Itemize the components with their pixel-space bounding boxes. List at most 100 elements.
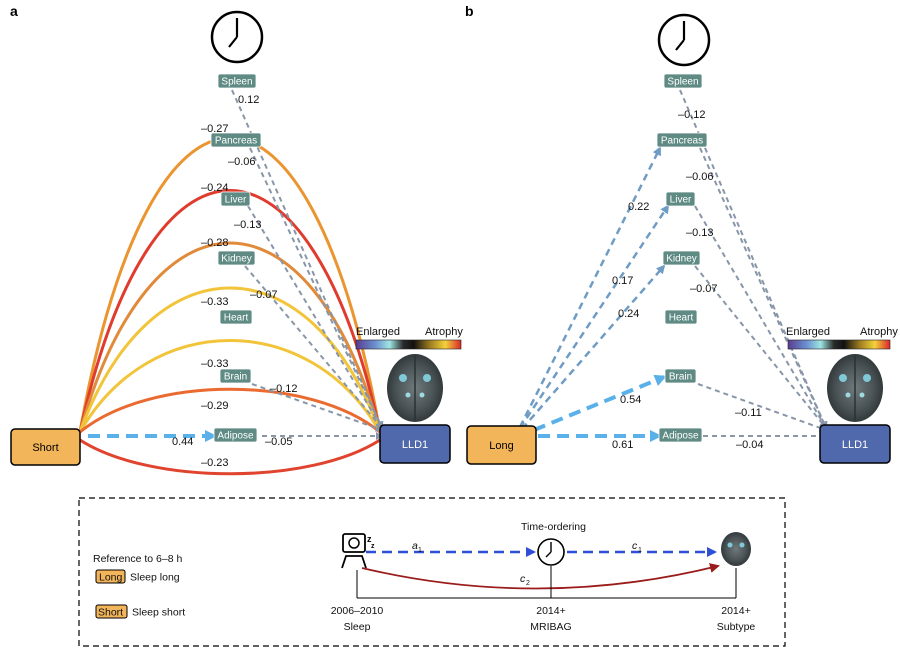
organ-heart: Heart xyxy=(669,313,694,324)
c1-sub: 1 xyxy=(638,547,642,554)
arc-direct xyxy=(79,438,381,476)
source-label-a: Short xyxy=(32,442,58,454)
colorbar-left-a: Enlarged xyxy=(356,326,400,338)
coef: 0.17 xyxy=(612,275,633,287)
legend-short-box: Short xyxy=(98,607,123,619)
coef: –0.33 xyxy=(201,358,229,370)
organ-adipose: Adipose xyxy=(217,431,254,442)
coef: 0.22 xyxy=(628,201,649,213)
panel-a-letter: a xyxy=(10,3,18,19)
arc-heart xyxy=(78,286,382,433)
panel-a: Spleen Pancreas Liver Kidney Heart Brain… xyxy=(10,10,463,476)
organ-nodes-b: Spleen Pancreas Liver Kidney Heart Brain… xyxy=(656,73,708,443)
legend-short-text: Sleep short xyxy=(132,607,185,619)
target-node-lld1-b xyxy=(819,424,891,464)
coef: 0.12 xyxy=(238,94,259,106)
colorbar-a xyxy=(355,339,462,350)
organ-pancreas: Pancreas xyxy=(215,136,257,147)
target-label-b: LLD1 xyxy=(842,439,868,451)
organ-to-target-a xyxy=(231,89,384,440)
coef: –0.13 xyxy=(686,227,714,239)
organ-pancreas: Pancreas xyxy=(661,136,703,147)
coef: –0.33 xyxy=(201,296,229,308)
coef: –0.06 xyxy=(686,171,714,183)
brain-icon xyxy=(827,354,883,422)
svg-text:z: z xyxy=(371,543,375,550)
coef: –0.06 xyxy=(228,156,256,168)
organ-coefs-a: 0.12 –0.06 –0.13 –0.07 –0.12 –0.05 0.44 xyxy=(172,94,298,448)
c2-label: c xyxy=(520,573,526,585)
c1-label: c xyxy=(632,540,638,552)
direct-coefs-a: –0.27 –0.24 –0.28 –0.33 –0.33 –0.29 –0.2… xyxy=(201,123,229,469)
a1-sub: 1 xyxy=(418,547,422,554)
colorbar-right-b: Atrophy xyxy=(860,326,898,338)
coef: –0.04 xyxy=(736,439,764,451)
coef: 0.24 xyxy=(618,308,639,320)
path-c2 xyxy=(361,563,720,590)
timeline-label-2: Subtype xyxy=(717,621,756,633)
coef: 0.61 xyxy=(612,439,633,451)
clock-icon xyxy=(537,538,565,566)
clock-icon xyxy=(210,10,264,64)
organ-brain: Brain xyxy=(669,372,692,383)
legend-box: Reference to 6–8 h Long Sleep long Short… xyxy=(78,497,786,647)
brain-icon xyxy=(721,532,751,566)
c2-sub: 2 xyxy=(526,580,530,587)
organ-nodes-a: Spleen Pancreas Liver Kidney Heart Brain… xyxy=(210,73,262,443)
timeline-label-1: MRIBAG xyxy=(530,621,571,633)
brain-icon xyxy=(387,354,443,422)
source-node-long xyxy=(466,425,537,465)
a1-label: a xyxy=(412,540,418,552)
coef: –0.28 xyxy=(201,237,229,249)
coef: –0.27 xyxy=(201,123,229,135)
time-ordering-label: Time-ordering xyxy=(521,521,586,533)
coef: 0.54 xyxy=(620,394,641,406)
legend-reference: Reference to 6–8 h xyxy=(93,553,182,565)
sleep-person-icon: z z xyxy=(341,533,375,569)
colorbar-b xyxy=(787,339,891,350)
timeline-year-1: 2014+ xyxy=(536,605,566,617)
coef: 0.44 xyxy=(172,436,193,448)
legend-long-box: Long xyxy=(99,572,123,584)
arc-kidney xyxy=(78,241,382,433)
organ-to-target-b xyxy=(679,89,828,440)
clock-icon xyxy=(657,13,711,67)
source-to-organ-b xyxy=(518,146,670,430)
organ-liver: Liver xyxy=(670,195,692,206)
organ-heart: Heart xyxy=(224,313,249,324)
organ-liver: Liver xyxy=(225,195,247,206)
timeline-year-2: 2014+ xyxy=(721,605,751,617)
long-to-brain xyxy=(533,374,667,432)
coef: –0.07 xyxy=(250,289,278,301)
svg-text:z: z xyxy=(367,534,372,544)
organ-brain: Brain xyxy=(224,372,247,383)
timeline-year-0: 2006–2010 xyxy=(331,605,384,617)
coef: –0.11 xyxy=(735,407,762,419)
arc-liver xyxy=(78,189,382,433)
coef: –0.24 xyxy=(201,182,229,194)
arc-brain xyxy=(78,339,382,433)
coef: –0.12 xyxy=(678,109,706,121)
legend-long-text: Sleep long xyxy=(130,572,180,584)
panel-b: Spleen Pancreas Liver Kidney Heart Brain… xyxy=(466,13,898,465)
organ-kidney: Kidney xyxy=(221,254,252,265)
legend-short-swatch xyxy=(95,604,128,619)
organ-spleen: Spleen xyxy=(221,77,252,88)
coef: –0.13 xyxy=(234,219,262,231)
organ-spleen: Spleen xyxy=(667,77,698,88)
target-node-lld1-a xyxy=(379,424,451,464)
coef: –0.07 xyxy=(690,283,718,295)
organ-adipose: Adipose xyxy=(662,431,699,442)
direct-arcs-a xyxy=(78,136,382,476)
organ-kidney: Kidney xyxy=(666,254,697,265)
organ-coefs-b: –0.12 –0.06 –0.13 –0.07 –0.11 –0.04 0.22… xyxy=(612,109,764,451)
coef: –0.23 xyxy=(201,457,229,469)
colorbar-left-b: Enlarged xyxy=(786,326,830,338)
legend-long-swatch xyxy=(95,569,126,584)
arc-adipose xyxy=(79,387,381,434)
coef: –0.29 xyxy=(201,400,229,412)
target-label-a: LLD1 xyxy=(402,439,428,451)
coef: –0.12 xyxy=(270,383,298,395)
timeline-label-0: Sleep xyxy=(344,621,371,633)
